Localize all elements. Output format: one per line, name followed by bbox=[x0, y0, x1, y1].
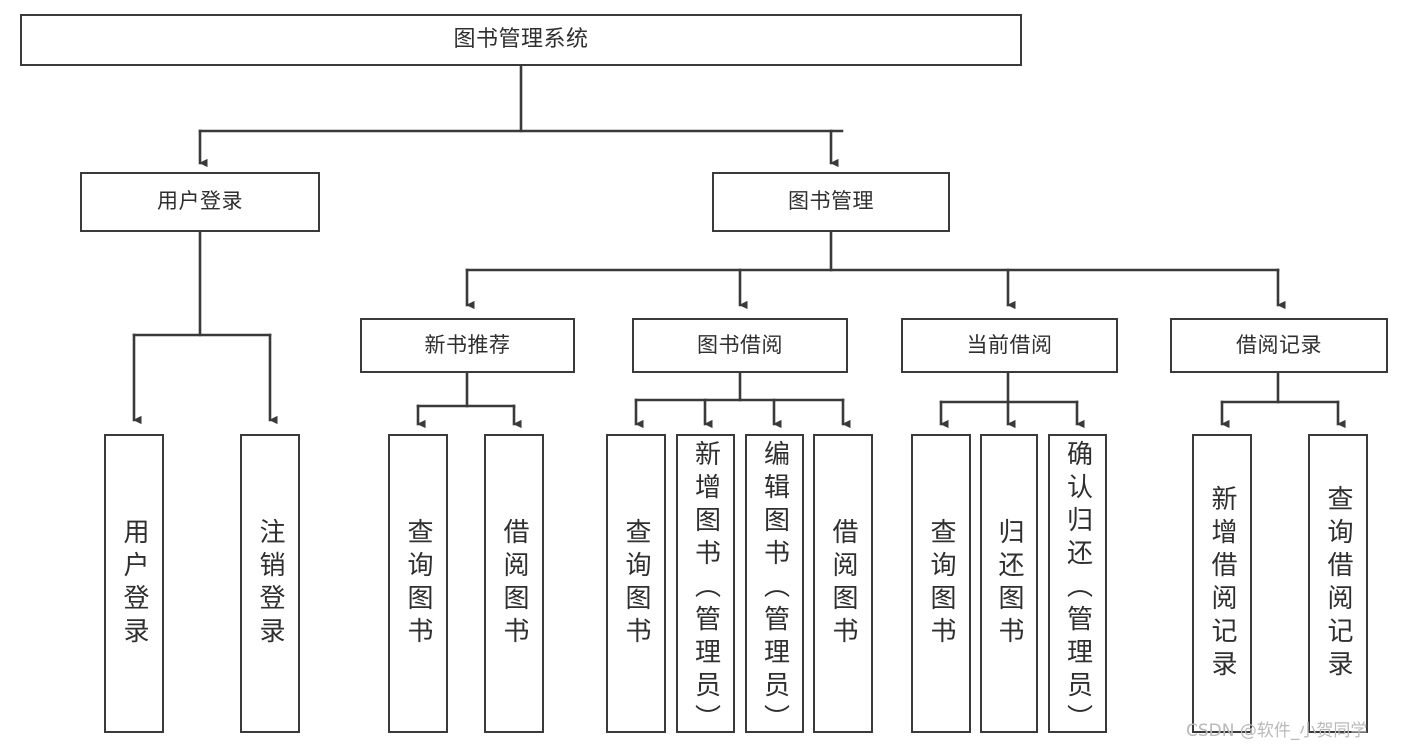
node-leaf-add-record-label: 新增借阅记录 bbox=[1207, 484, 1237, 683]
node-leaf-logout-login[interactable]: 注销登录 bbox=[240, 434, 300, 733]
node-leaf-borrow-book-2[interactable]: 借阅图书 bbox=[813, 434, 873, 733]
node-user-login-label: 用户登录 bbox=[157, 189, 243, 214]
node-leaf-user-login-label: 用户登录 bbox=[119, 517, 149, 650]
node-leaf-confirm-return-label: 确认归还（管理员） bbox=[1062, 440, 1093, 737]
node-leaf-add-record[interactable]: 新增借阅记录 bbox=[1192, 434, 1252, 733]
node-leaf-query-book-1[interactable]: 查询图书 bbox=[388, 434, 448, 733]
node-leaf-borrow-book-1[interactable]: 借阅图书 bbox=[484, 434, 544, 733]
node-root[interactable]: 图书管理系统 bbox=[20, 14, 1022, 66]
node-book-manage-label: 图书管理 bbox=[788, 189, 874, 214]
node-leaf-query-record-label: 查询借阅记录 bbox=[1323, 484, 1353, 683]
node-leaf-borrow-book-2-label: 借阅图书 bbox=[828, 517, 858, 650]
node-current-borrow[interactable]: 当前借阅 bbox=[901, 318, 1118, 373]
node-book-borrow-label: 图书借阅 bbox=[697, 332, 783, 357]
node-new-book-rec-label: 新书推荐 bbox=[424, 332, 511, 357]
node-root-label: 图书管理系统 bbox=[453, 26, 589, 52]
node-book-manage[interactable]: 图书管理 bbox=[712, 172, 950, 232]
node-leaf-confirm-return[interactable]: 确认归还（管理员） bbox=[1048, 434, 1107, 737]
node-leaf-return-book-label: 归还图书 bbox=[994, 517, 1024, 650]
node-leaf-add-book-label: 新增图书（管理员） bbox=[690, 440, 721, 737]
node-leaf-query-book-2-label: 查询图书 bbox=[621, 517, 651, 650]
node-leaf-query-book-1-label: 查询图书 bbox=[403, 517, 433, 650]
node-user-login[interactable]: 用户登录 bbox=[80, 172, 320, 232]
node-leaf-logout-login-label: 注销登录 bbox=[255, 517, 285, 650]
node-leaf-query-book-2[interactable]: 查询图书 bbox=[606, 434, 666, 733]
node-leaf-return-book[interactable]: 归还图书 bbox=[980, 434, 1038, 733]
node-current-borrow-label: 当前借阅 bbox=[966, 332, 1053, 357]
node-borrow-record-label: 借阅记录 bbox=[1236, 332, 1322, 357]
node-leaf-user-login[interactable]: 用户登录 bbox=[104, 434, 164, 733]
node-borrow-record[interactable]: 借阅记录 bbox=[1170, 318, 1388, 373]
csdn-watermark: CSDN @软件_小贺同学 bbox=[1186, 721, 1368, 741]
node-leaf-edit-book[interactable]: 编辑图书（管理员） bbox=[745, 434, 804, 737]
node-new-book-rec[interactable]: 新书推荐 bbox=[360, 318, 575, 373]
node-leaf-borrow-book-1-label: 借阅图书 bbox=[499, 517, 529, 650]
node-leaf-edit-book-label: 编辑图书（管理员） bbox=[759, 440, 790, 737]
node-book-borrow[interactable]: 图书借阅 bbox=[632, 318, 848, 373]
node-leaf-query-book-3-label: 查询图书 bbox=[926, 517, 956, 650]
node-leaf-query-book-3[interactable]: 查询图书 bbox=[911, 434, 971, 733]
node-leaf-add-book[interactable]: 新增图书（管理员） bbox=[676, 434, 735, 737]
node-leaf-query-record[interactable]: 查询借阅记录 bbox=[1308, 434, 1368, 733]
